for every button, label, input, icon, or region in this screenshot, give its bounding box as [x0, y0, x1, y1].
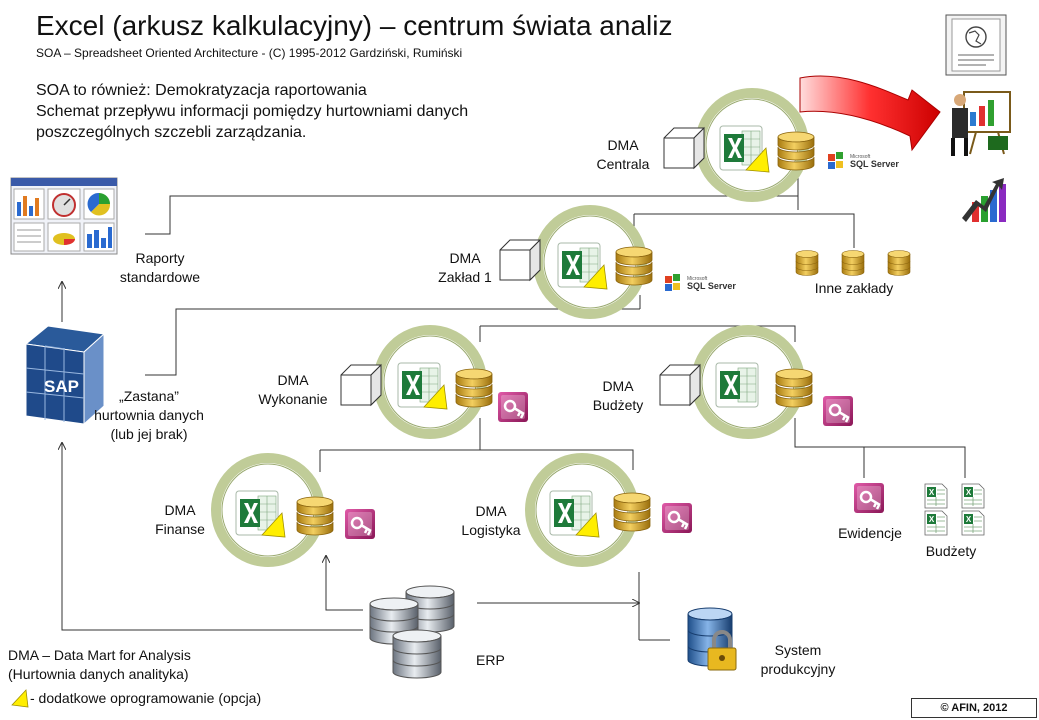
intro-text: SOA to również: Demokratyzacja raportowa… — [36, 80, 468, 143]
node-label-budzety-line2: Budżety — [592, 397, 644, 413]
connector-lines — [62, 178, 966, 641]
excel-file-icon-1 — [924, 483, 948, 509]
raporty-label: Raporty standardowe — [110, 249, 210, 287]
node-label-zaklad1-line2: Zakład 1 — [438, 269, 492, 285]
locked-database-icon — [687, 607, 737, 671]
legend-dma-line1: DMA – Data Mart for Analysis — [8, 647, 191, 663]
zastana-label-line2: hurtownia danych — [94, 407, 204, 423]
node-label-wykonanie: DMA Wykonanie — [252, 371, 334, 409]
sql-server-logo-centrala: Microsoft SQL Server — [828, 152, 899, 169]
database-icon-inne-1 — [795, 250, 819, 276]
erp-server-icon — [369, 585, 455, 679]
inne-zaklady-label: Inne zakłady — [814, 280, 894, 296]
excel-file-icon-2 — [961, 483, 985, 509]
page-title: Excel (arkusz kalkulacyjny) – centrum św… — [36, 10, 673, 41]
database-icon-inne-3 — [887, 250, 911, 276]
sap-logo-text: SAP — [44, 377, 79, 396]
legend-triangle-icon — [11, 689, 29, 708]
budzety-files-label: Budżety — [925, 543, 977, 559]
erp-label: ERP — [476, 652, 505, 668]
cube-icon-budzety — [659, 364, 701, 406]
cube-icon-centrala — [663, 127, 705, 169]
zastana-label-line3: (lub jej brak) — [110, 426, 188, 442]
access-icon-ewidencje — [852, 481, 886, 515]
node-label-finanse-line1: DMA — [164, 502, 196, 518]
growth-chart-icon — [962, 178, 1006, 222]
intro-line-2: Schemat przepływu informacji pomiędzy hu… — [36, 103, 469, 120]
node-label-centrala: DMA Centrala — [590, 136, 656, 174]
node-label-logistyka-line1: DMA — [475, 503, 507, 519]
legend-triangle-note: - dodatkowe oprogramowanie (opcja) — [30, 690, 262, 706]
page-subtitle: SOA – Spreadsheet Oriented Architecture … — [36, 46, 463, 60]
node-label-centrala-line1: DMA — [607, 137, 639, 153]
copyright-badge: © AFIN, 2012 — [911, 698, 1037, 718]
raporty-label-line2: standardowe — [119, 269, 201, 285]
raporty-label-line1: Raporty — [135, 250, 185, 266]
sql-server-logo-zaklad1: Microsoft SQL Server — [665, 274, 736, 291]
sql-server-small-text-centrala: Microsoft — [850, 154, 871, 160]
system-label-line1: System — [774, 642, 822, 658]
ewidencje-label: Ewidencje — [838, 525, 902, 541]
intro-line-3: poszczególnych szczebli zarządzania. — [36, 124, 307, 141]
node-label-zaklad1-line1: DMA — [449, 250, 481, 266]
node-label-finanse-line2: Finanse — [155, 521, 205, 537]
legend-dma: DMA – Data Mart for Analysis (Hurtownia … — [8, 646, 191, 684]
zastana-label: „Zastana” hurtownia danych (lub jej brak… — [82, 387, 216, 444]
triangle-markers — [261, 147, 770, 538]
node-label-logistyka-line2: Logistyka — [461, 522, 521, 538]
cube-icon-wykonanie — [340, 364, 382, 406]
excel-file-icon-3 — [924, 510, 948, 536]
node-label-wykonanie-line2: Wykonanie — [258, 391, 328, 407]
node-label-budzety: DMA Budżety — [586, 377, 650, 415]
sql-server-text-zaklad1: SQL Server — [687, 281, 736, 291]
sql-server-small-text-zaklad1: Microsoft — [687, 276, 708, 282]
zastana-label-line1: „Zastana” — [119, 388, 179, 404]
node-label-finanse: DMA Finanse — [148, 501, 212, 539]
node-label-budzety-line1: DMA — [602, 378, 634, 394]
node-label-logistyka: DMA Logistyka — [456, 502, 526, 540]
dashboard-thumbnail — [10, 177, 118, 255]
access-icon-logistyka — [660, 501, 694, 535]
sap-cube-icon: SAP — [24, 325, 106, 426]
sql-server-text-centrala: SQL Server — [850, 159, 899, 169]
red-flow-arrow — [799, 75, 941, 152]
database-icon-inne-2 — [841, 250, 865, 276]
legend-dma-line2: (Hurtownia danych analityka) — [8, 666, 189, 682]
node-label-centrala-line2: Centrala — [596, 156, 650, 172]
web-document-icon — [945, 14, 1007, 76]
excel-icon-budzety — [715, 362, 759, 408]
presenter-icon — [951, 91, 1011, 156]
system-label: System produkcyjny — [754, 641, 842, 679]
access-icon-wykonanie — [496, 390, 530, 424]
system-label-line2: produkcyjny — [760, 661, 836, 677]
access-icon-budzety — [821, 394, 855, 428]
node-label-zaklad1: DMA Zakład 1 — [428, 249, 502, 287]
cube-icon-zaklad1 — [499, 239, 541, 281]
excel-file-icon-4 — [961, 510, 985, 536]
access-icon-finanse — [343, 507, 377, 541]
intro-line-1: SOA to również: Demokratyzacja raportowa… — [36, 82, 367, 99]
node-label-wykonanie-line1: DMA — [277, 372, 309, 388]
